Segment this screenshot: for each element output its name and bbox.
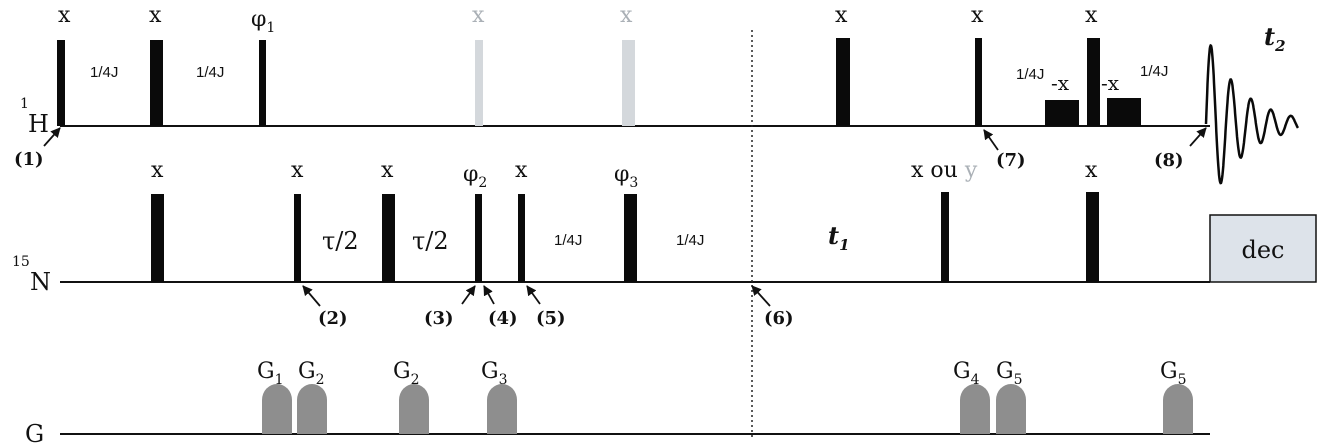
n15-pulse-4-label: φ2	[463, 162, 487, 191]
gradient-g3: G3	[481, 359, 517, 434]
svg-text:(2): (2)	[318, 308, 348, 329]
svg-text:(6): (6)	[764, 308, 794, 329]
marker-4: (4)	[483, 285, 518, 329]
h1-ghost-pulse-2-label: x	[620, 3, 633, 28]
h1-delay-4: 1/4J	[1140, 63, 1168, 80]
n15-channel-sup: 15	[12, 254, 30, 270]
t1-label: t1	[828, 221, 850, 254]
n15-pulse-3	[382, 194, 395, 282]
h1-delay-1: 1/4J	[90, 64, 118, 81]
h1-pulse-3-label: φ1	[251, 7, 275, 36]
svg-text:(7): (7)	[996, 150, 1026, 171]
h1-channel-sup: 1	[20, 96, 29, 112]
svg-text:G4: G4	[953, 359, 980, 388]
svg-text:(3): (3)	[424, 308, 454, 329]
gradient-g2a: G2	[297, 359, 327, 434]
n15-pulse-8-label: x	[1085, 158, 1098, 183]
svg-text:(4): (4)	[488, 308, 518, 329]
marker-3: (3)	[424, 285, 476, 329]
h1-pulse-6	[836, 38, 850, 126]
gradient-g4: G4	[953, 359, 990, 434]
marker-6: (6)	[751, 285, 794, 329]
h1-selective-pulse-1	[1045, 100, 1079, 126]
marker-8: (8)	[1154, 127, 1207, 171]
n15-pulse-7-label: x ou y	[911, 158, 978, 183]
t2-label: t2	[1264, 22, 1286, 55]
n15-pulse-2	[294, 194, 301, 282]
decoupling-box	[1209, 214, 1317, 283]
gradient-g2b: G2	[393, 359, 429, 434]
fid-waveform	[1204, 43, 1300, 185]
marker-5: (5)	[526, 285, 566, 329]
h1-pulse-8	[1087, 38, 1100, 126]
h1-pulse-6-label: x	[835, 3, 848, 28]
n15-pulse-4	[475, 194, 482, 282]
h1-delay-3: 1/4J	[1016, 66, 1044, 83]
svg-text:(1): (1)	[14, 149, 44, 170]
h1-pulse-3	[259, 40, 266, 126]
h1-pulse-1	[57, 40, 65, 126]
marker-2: (2)	[302, 285, 348, 329]
n15-pulse-6	[624, 194, 637, 282]
n15-pulse-6-label: φ3	[614, 162, 638, 191]
h1-delay-2: 1/4J	[196, 64, 224, 81]
h1-selective-pulse-2	[1107, 98, 1141, 126]
n15-channel-label: N	[30, 268, 51, 296]
n15-delay-1: 1/4J	[554, 232, 582, 249]
h1-phase-mx-2: -x	[1101, 71, 1120, 95]
n15-pulse-3-label: x	[381, 158, 394, 183]
h1-ghost-pulse-1	[475, 40, 483, 126]
svg-text:G5: G5	[1160, 359, 1187, 388]
marker-7: (7)	[983, 129, 1026, 171]
n15-pulse-8	[1086, 192, 1099, 282]
h1-ghost-pulse-2	[622, 40, 635, 126]
n15-pulse-5	[518, 194, 525, 282]
marker-1: (1)	[14, 127, 61, 170]
h1-phase-mx-1: -x	[1051, 71, 1070, 95]
gradient-g1: G1	[257, 359, 292, 434]
h1-pulse-7-label: x	[971, 3, 984, 28]
n15-pulse-5-label: x	[515, 158, 528, 183]
svg-text:G3: G3	[481, 359, 508, 388]
n15-delay-2: 1/4J	[676, 232, 704, 249]
n15-pulse-2-label: x	[291, 158, 304, 183]
h1-ghost-pulse-1-label: x	[472, 3, 485, 28]
svg-text:(5): (5)	[536, 308, 566, 329]
svg-text:G1: G1	[257, 359, 284, 388]
n15-pulse-1-label: x	[151, 158, 164, 183]
h1-channel-label: H	[28, 110, 49, 138]
g-channel-label: G	[25, 420, 44, 446]
n15-pulse-7	[941, 192, 949, 282]
h1-pulse-7	[975, 38, 982, 126]
n15-pulse-1	[151, 194, 164, 282]
h1-pulse-8-label: x	[1085, 3, 1098, 28]
svg-text:(8): (8)	[1154, 150, 1184, 171]
svg-text:G2: G2	[393, 359, 420, 388]
gradient-g5b: G5	[1160, 359, 1193, 434]
h1-pulse-1-label: x	[58, 3, 71, 28]
gradient-g5a: G5	[996, 359, 1026, 434]
h1-pulse-2-label: x	[149, 3, 162, 28]
decoupling-label: dec	[1241, 236, 1284, 264]
h1-pulse-2	[150, 40, 163, 126]
n15-tau-2: τ/2	[412, 227, 449, 255]
svg-text:G5: G5	[996, 359, 1023, 388]
n15-tau-1: τ/2	[322, 227, 359, 255]
svg-text:G2: G2	[298, 359, 325, 388]
